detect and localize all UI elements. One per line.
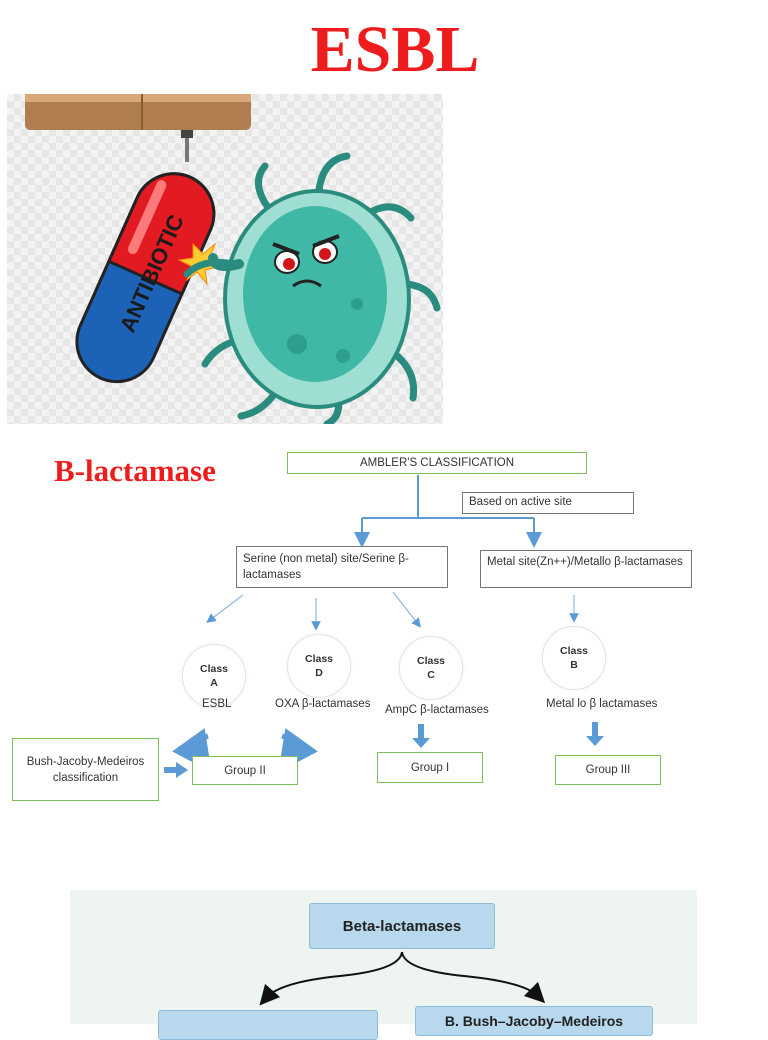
wood-bar xyxy=(25,94,251,130)
bush-jacoby-medeiros-box: Bush-Jacoby-Medeiros classification xyxy=(12,738,159,801)
illustration-svg: ANTIBIOTIC xyxy=(25,94,441,424)
antibiotic-bacteria-illustration: ANTIBIOTIC xyxy=(7,94,443,424)
bush-jacoby-medeiros-child-box: B. Bush–Jacoby–Medeiros xyxy=(415,1006,653,1036)
left-child-box xyxy=(158,1010,378,1040)
bush-child-label: B. Bush–Jacoby–Medeiros xyxy=(444,1013,624,1029)
ambler-classification-diagram: AMBLER'S CLASSIFICATION Based on active … xyxy=(0,440,768,830)
serine-label: Serine (non metal) site/Serine β-lactama… xyxy=(243,553,409,581)
class-d-label: OXA β-lactamases xyxy=(275,698,371,710)
group-iii-box: Group III xyxy=(555,755,661,785)
group-i-label: Group I xyxy=(410,761,450,774)
ambler-classification-box: AMBLER'S CLASSIFICATION xyxy=(287,452,587,474)
class-b-label: Metal lo β lactamases xyxy=(546,698,658,710)
group-iii-label: Group III xyxy=(585,764,631,776)
metal-label: Metal site(Zn++)/Metallo β-lactamases xyxy=(487,556,683,568)
bush-label: Bush-Jacoby-Medeiros classification xyxy=(26,755,145,784)
capsule xyxy=(75,172,216,384)
ambler-label: AMBLER'S CLASSIFICATION xyxy=(359,457,515,469)
page-title: ESBL xyxy=(310,13,480,86)
group-i-box: Group I xyxy=(377,752,483,783)
group-ii-box: Group II xyxy=(192,756,298,785)
diagram-connectors xyxy=(164,475,604,778)
beta-lactamases-chart: Beta-lactamases B. Bush–Jacoby–Medeiros xyxy=(70,890,697,1040)
group-ii-label: Group II xyxy=(224,764,266,777)
wood-bar-highlight xyxy=(25,94,251,102)
metal-site-box: Metal site(Zn++)/Metallo β-lactamases xyxy=(480,550,692,588)
beta-lactamases-label: Beta-lactamases xyxy=(342,917,462,935)
class-a-label: ESBL xyxy=(202,698,232,710)
based-on-active-site-box: Based on active site xyxy=(462,492,634,514)
curved-arrow-icon xyxy=(172,728,212,773)
bacterium-icon xyxy=(183,152,441,424)
serine-site-box: Serine (non metal) site/Serine β-lactama… xyxy=(236,546,448,588)
curved-arrow-icon xyxy=(278,728,318,773)
beta-lactamases-box: Beta-lactamases xyxy=(309,903,495,949)
beta-lactamase-heading: B-lactamase xyxy=(54,453,216,488)
based-on-label: Based on active site xyxy=(469,496,572,508)
class-c-label: AmpC β-lactamases xyxy=(385,704,489,716)
bottom-connectors xyxy=(259,951,546,1006)
